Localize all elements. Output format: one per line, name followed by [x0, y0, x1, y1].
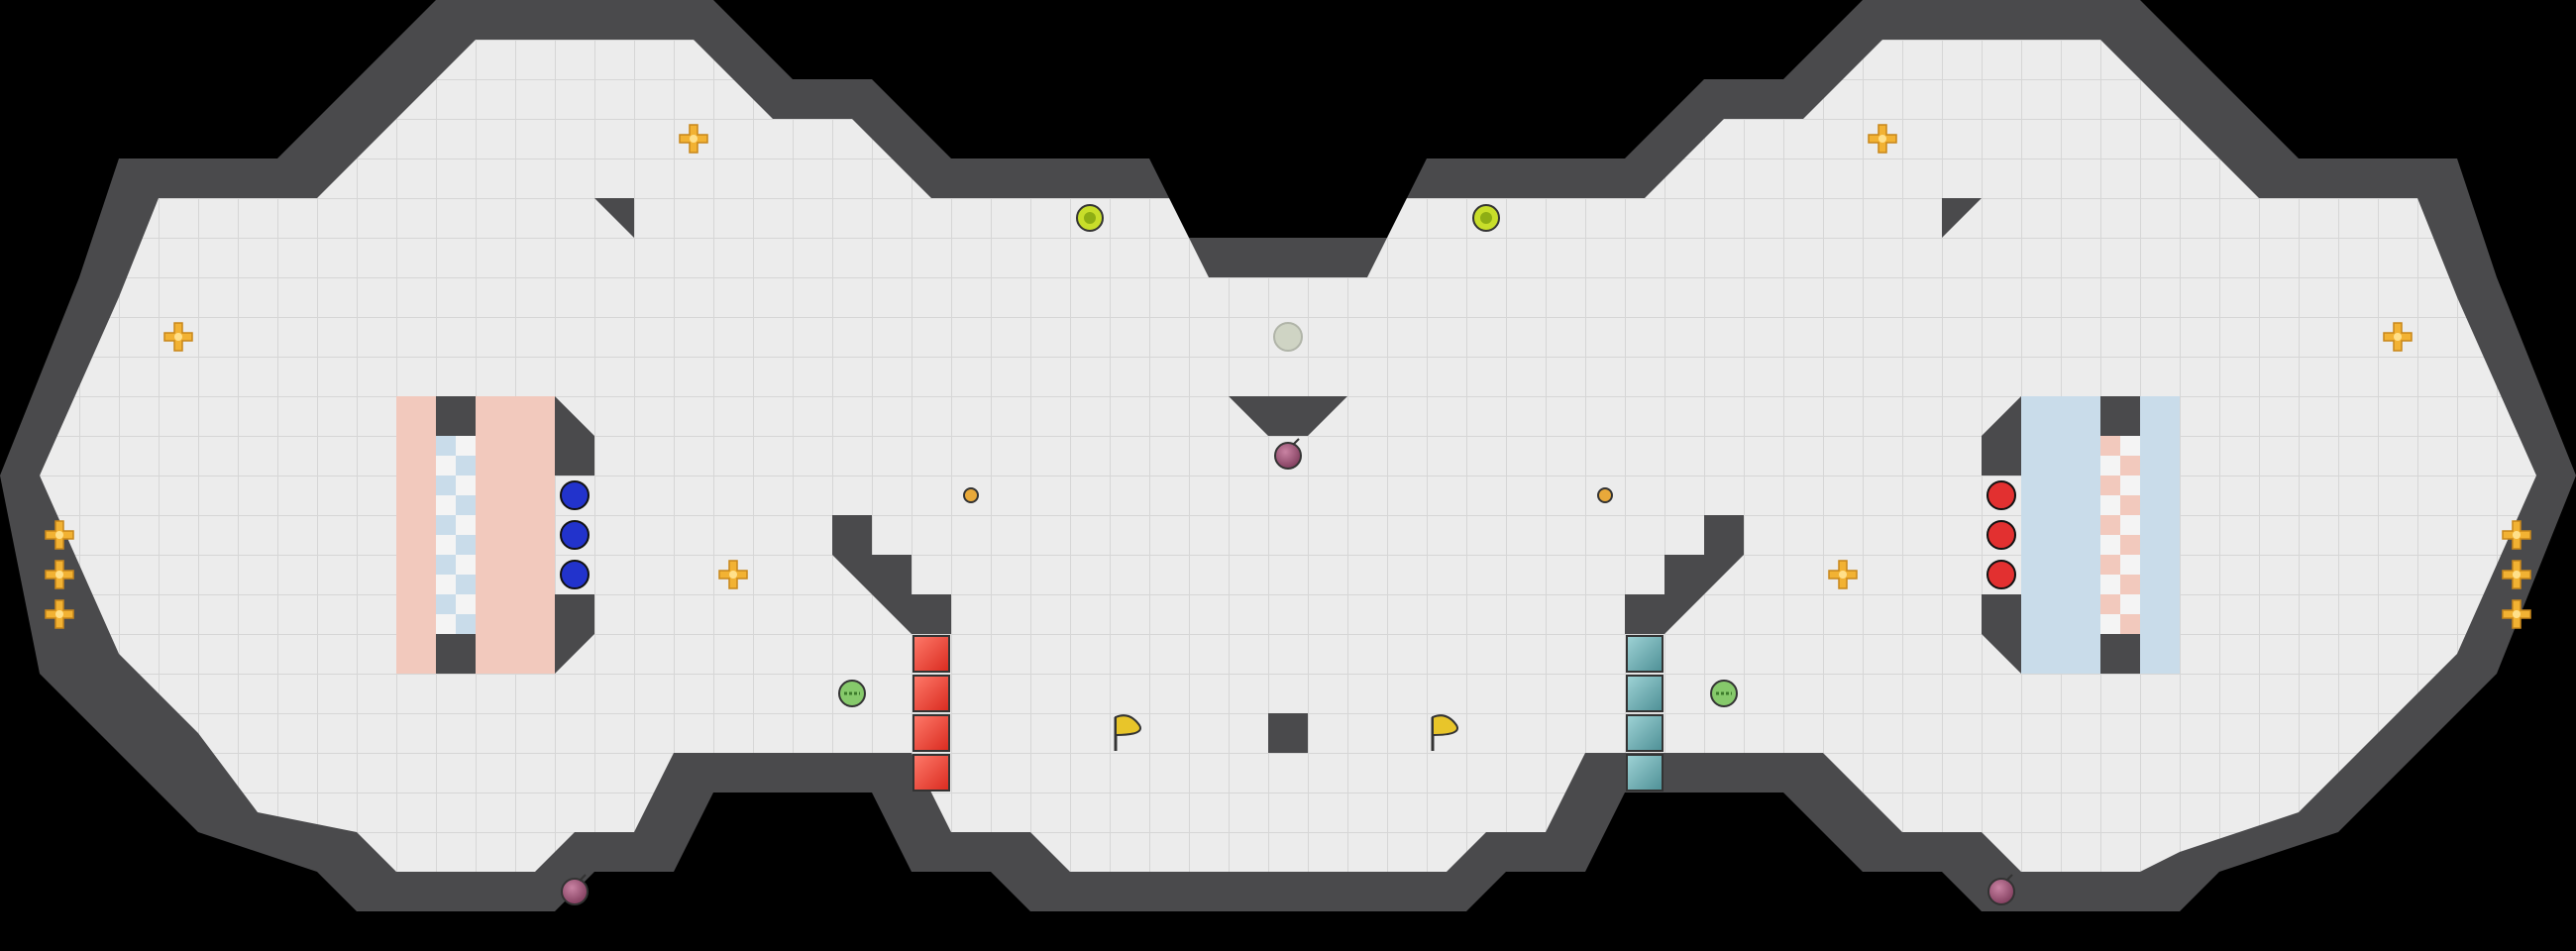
boost-pad-icon — [718, 560, 748, 589]
blue-players — [560, 480, 590, 589]
teal-gate-column — [1626, 635, 1664, 792]
boost-pad-icon — [2383, 322, 2413, 352]
spike-ball-icon — [838, 680, 866, 707]
flag-icon — [1431, 714, 1458, 751]
flag-icon — [1114, 714, 1141, 751]
boost-pad-icon — [163, 322, 193, 352]
boost-pad-icon — [2502, 599, 2531, 629]
blue-player-icon — [560, 520, 590, 550]
boost-pad-icon — [45, 599, 74, 629]
blue-player-icon — [560, 560, 590, 589]
red-gate-column — [912, 635, 950, 792]
small-ball-icon — [1597, 487, 1613, 503]
red-players — [1986, 480, 2016, 589]
red-player-icon — [1986, 480, 2016, 510]
blue-base-zone — [1982, 396, 2180, 674]
blue-player-icon — [560, 480, 590, 510]
interior-walls — [594, 198, 1982, 753]
boost-pad-icon — [1828, 560, 1858, 589]
spike-balls — [838, 680, 1738, 707]
powerup-inactive-icon — [1273, 322, 1303, 352]
red-player-icon — [1986, 520, 2016, 550]
boost-pad-icon — [2502, 560, 2531, 589]
bomb-icon — [561, 874, 589, 905]
boost-pads — [45, 124, 2531, 629]
small-ball-icon — [963, 487, 979, 503]
red-base-zone — [396, 396, 594, 674]
boost-pad-icon — [1868, 124, 1897, 154]
boost-pad-icon — [2502, 520, 2531, 550]
boost-pad-icon — [679, 124, 708, 154]
bomb-icon — [1987, 874, 2015, 905]
boost-pad-icon — [45, 560, 74, 589]
bomb-icon — [1274, 438, 1302, 470]
boost-pad-icon — [45, 520, 74, 550]
bombs — [561, 438, 2015, 905]
spike-ball-icon — [1710, 680, 1738, 707]
powerups — [1076, 204, 1500, 352]
red-player-icon — [1986, 560, 2016, 589]
